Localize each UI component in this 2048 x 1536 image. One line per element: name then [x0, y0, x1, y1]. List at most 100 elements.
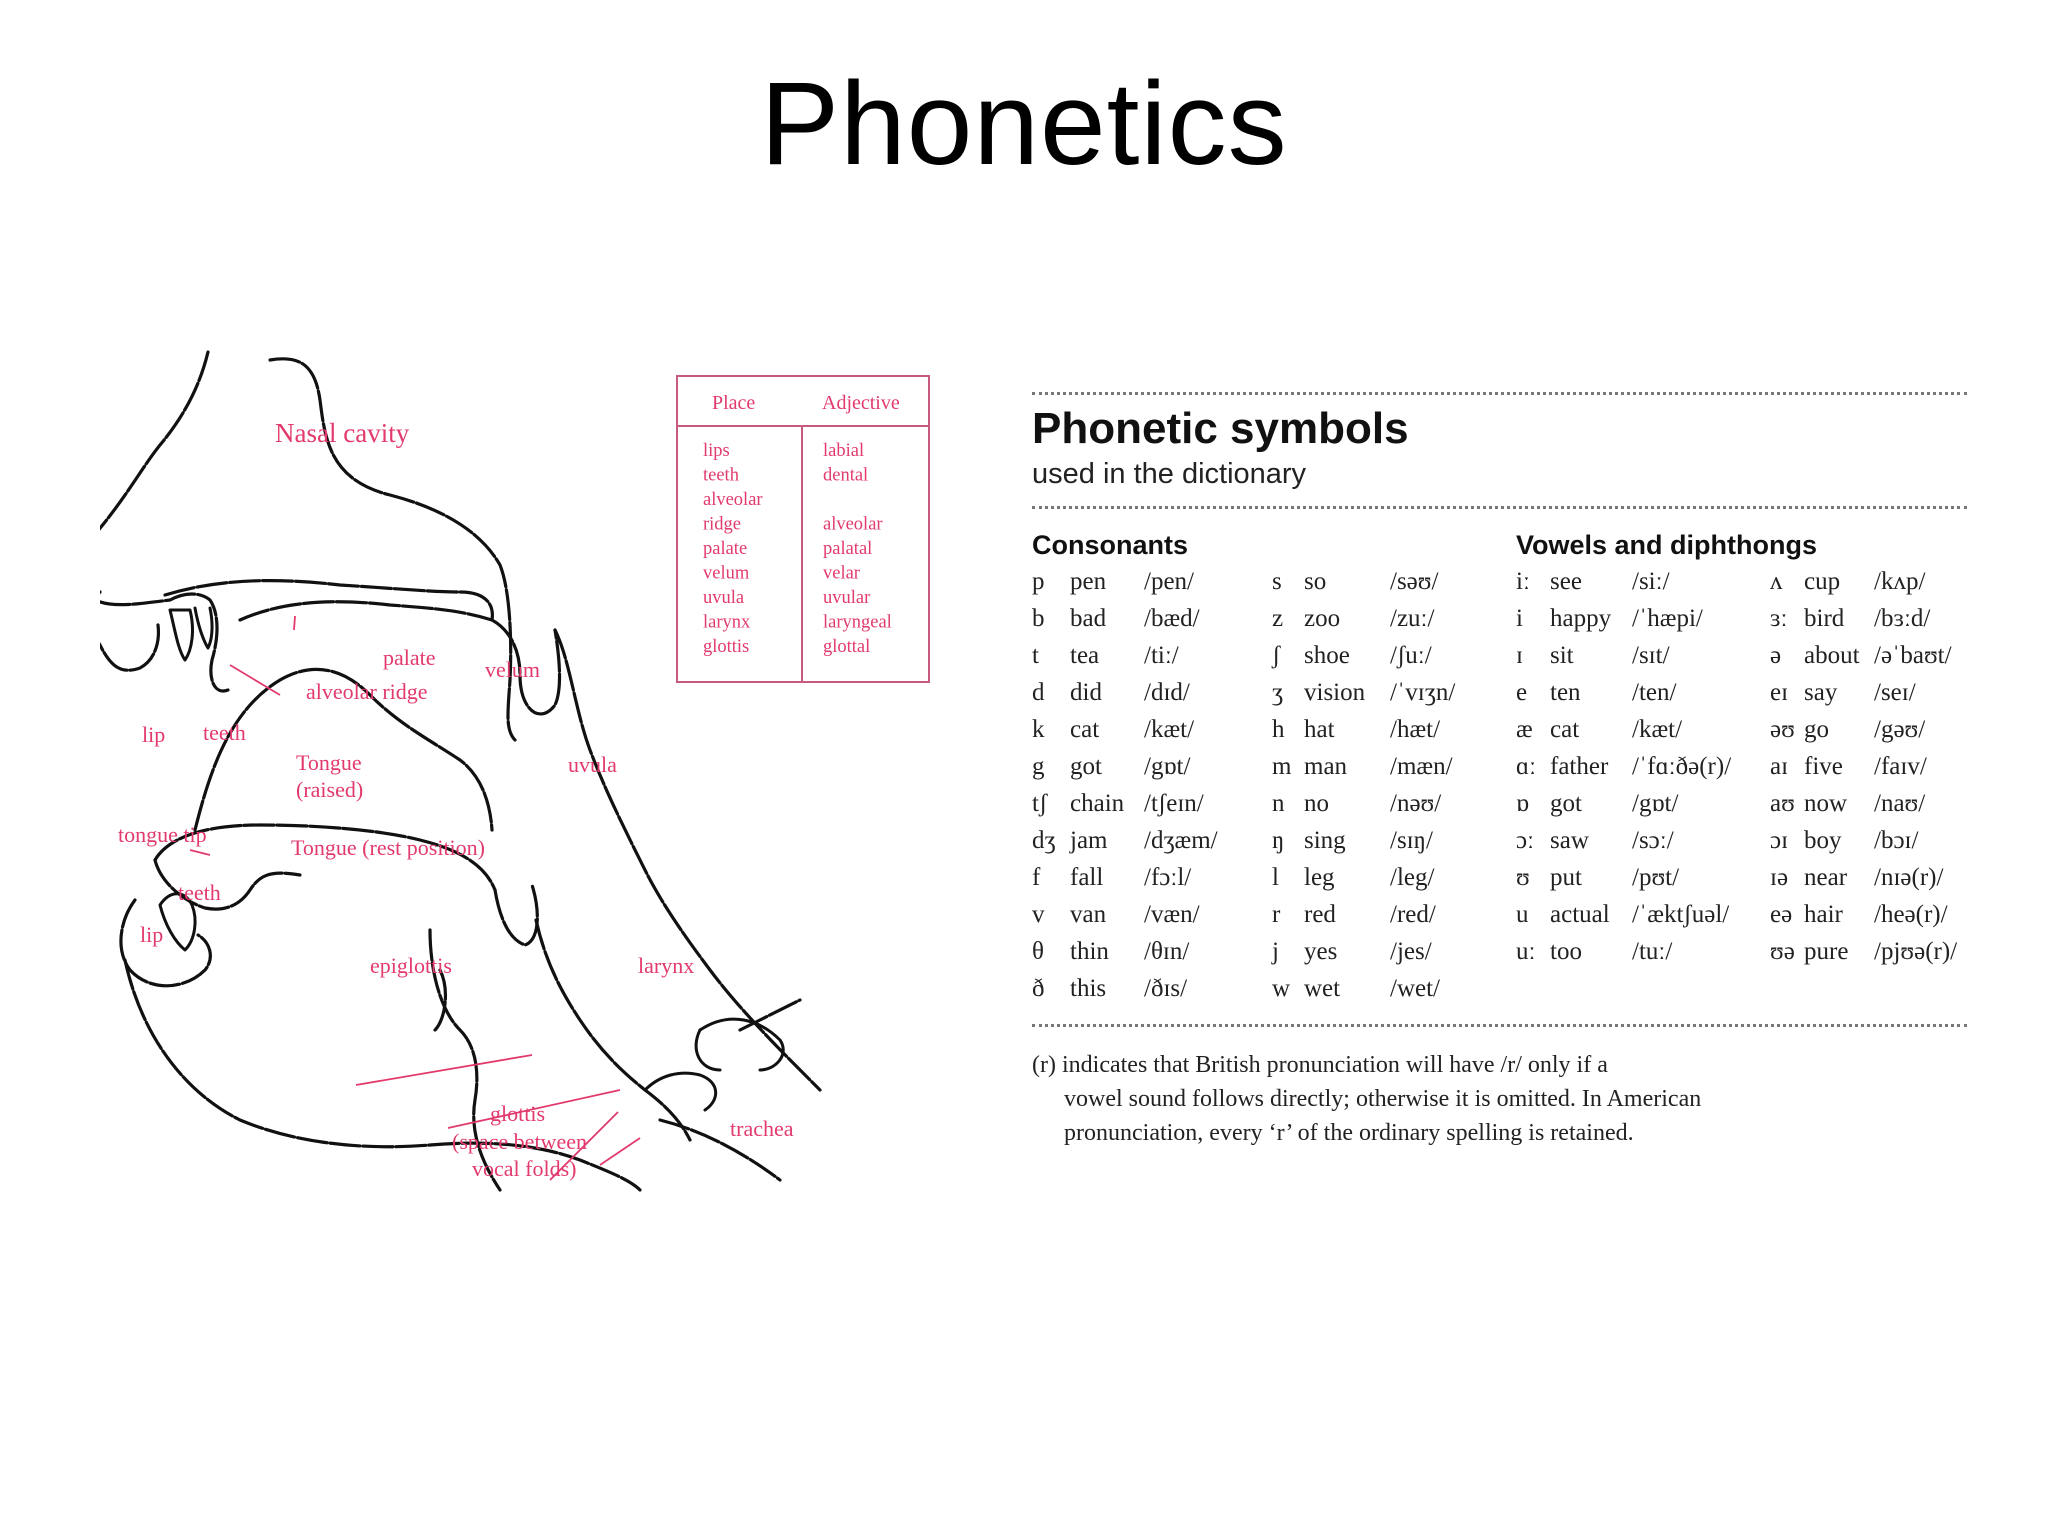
phonetic-transcription: /dɪd/ [1144, 679, 1190, 706]
phonetic-transcription: /əˈbaʊt/ [1874, 642, 1952, 669]
phonetic-example-word: pen [1070, 568, 1107, 595]
phonetic-transcription: /faɪv/ [1874, 753, 1927, 780]
phonetic-transcription: /dʒæm/ [1144, 827, 1218, 854]
phonetic-transcription: /seɪ/ [1874, 679, 1916, 706]
phonetic-example-word: hat [1304, 716, 1335, 743]
phonetic-example-word: jam [1070, 827, 1108, 854]
phonetic-example-word: saw [1550, 827, 1589, 854]
phonetic-symbol: f [1032, 864, 1041, 891]
table-adjective-cell: palatal [823, 539, 872, 559]
label-tongue-rest: Tongue (rest position) [291, 835, 485, 860]
velum-outline [490, 618, 562, 716]
phonetic-example-word: red [1304, 901, 1336, 928]
phonetic-example-word: so [1304, 568, 1327, 595]
phonetic-example-word: put [1550, 864, 1582, 891]
phonetic-example-word: actual [1550, 901, 1610, 928]
phonetic-example-word: father [1550, 753, 1609, 780]
phonetic-symbol: ɔː [1516, 827, 1535, 854]
phonetic-symbol: i [1516, 605, 1523, 632]
phonetic-example-word: shoe [1304, 642, 1350, 669]
label-nasal-cavity: Nasal cavity [275, 418, 410, 448]
phonetic-transcription: /səʊ/ [1390, 568, 1439, 595]
label-palate: palate [383, 645, 436, 670]
table-adjective-cell: dental [823, 466, 868, 486]
phonetic-transcription: /siː/ [1632, 568, 1670, 595]
dotted-rule-top [1032, 392, 1967, 395]
table-adjective-cell: velar [823, 564, 860, 584]
phonetic-symbol: ɪə [1770, 864, 1789, 891]
phonetic-transcription: /pjʊə(r)/ [1874, 938, 1958, 965]
phonetic-transcription: /bɔɪ/ [1874, 827, 1919, 854]
phonetic-example-word: sing [1304, 827, 1346, 854]
phonetic-transcription: /gəʊ/ [1874, 716, 1926, 743]
tongue-rest [153, 823, 497, 892]
epiglottis [493, 883, 539, 947]
phonetic-example-word: about [1804, 642, 1860, 669]
phonetic-symbol: θ [1032, 938, 1044, 965]
phonetic-transcription: /pen/ [1144, 568, 1194, 595]
phonetic-symbol: v [1032, 901, 1045, 928]
tongue-raised [193, 667, 494, 832]
phonetic-example-word: see [1550, 568, 1582, 595]
phonetic-example-word: boy [1804, 827, 1842, 854]
phonetic-transcription: /sɔː/ [1632, 827, 1674, 854]
phonetic-symbol: h [1272, 716, 1285, 743]
phonetic-symbol: dʒ [1032, 827, 1056, 854]
phonetic-symbol: ɑː [1516, 753, 1537, 780]
label-lip-bottom: lip [140, 922, 163, 947]
label-tongue-tip: tongue tip [118, 822, 207, 847]
table-adjective-cell: labial [823, 441, 864, 461]
phonetic-symbol: z [1272, 605, 1284, 632]
phonetic-transcription: /væn/ [1144, 901, 1200, 928]
phonetic-transcription: /nəʊ/ [1390, 790, 1442, 817]
phonetic-transcription: /bɜːd/ [1874, 605, 1931, 632]
pronunciation-note: (r) indicates that British pronunciation… [1032, 1048, 1967, 1150]
phonetic-transcription: /hæt/ [1390, 716, 1441, 743]
phonetic-example-word: cat [1070, 716, 1100, 743]
phonetic-symbol: eɪ [1770, 679, 1789, 706]
table-place-cell: alveolar [703, 490, 763, 510]
phonetic-symbol: ʃ [1272, 642, 1281, 669]
phonetic-transcription: /tuː/ [1632, 938, 1673, 965]
vowels-heading: Vowels and diphthongs [1516, 530, 1817, 560]
phonetic-transcription: /ˈhæpi/ [1632, 605, 1703, 632]
note-line: vowel sound follows directly; otherwise … [1064, 1086, 1702, 1112]
table-header-place: Place [712, 392, 755, 414]
phonetic-transcription: /fɔːl/ [1144, 864, 1192, 891]
phonetic-symbol: ʌ [1770, 568, 1783, 595]
phonetic-example-word: cat [1550, 716, 1580, 743]
phonetic-symbol: uː [1516, 938, 1536, 965]
vocal-tract-diagram: Nasal cavity palate alveolar ridge velum… [100, 350, 930, 1192]
label-glottis-3: vocal folds) [472, 1156, 576, 1181]
phonetic-transcription: /ˈæktʃuəl/ [1632, 901, 1730, 928]
phonetic-symbol: iː [1516, 568, 1530, 595]
phonetic-symbol: r [1272, 901, 1281, 928]
table-adjective-cell: alveolar [823, 515, 883, 535]
phonetic-transcription: /ðɪs/ [1144, 975, 1188, 1002]
table-adjective-cell: laryngeal [823, 613, 892, 633]
phonetic-transcription: /nɪə(r)/ [1874, 864, 1944, 891]
phonetic-symbol: p [1032, 568, 1045, 595]
upper-teeth [168, 608, 194, 662]
table-place-cell: glottis [703, 637, 749, 657]
note-line: (r) indicates that British pronunciation… [1032, 1052, 1608, 1078]
phonetic-symbol: əʊ [1770, 716, 1795, 743]
phonetic-transcription: /tiː/ [1144, 642, 1179, 669]
phonetic-symbol: m [1272, 753, 1292, 780]
phonetic-symbol: g [1032, 753, 1045, 780]
dotted-rule-mid [1032, 506, 1967, 509]
phonetic-transcription: /ˈfɑːðə(r)/ [1632, 753, 1732, 780]
phonetic-example-word: bad [1070, 605, 1107, 632]
phonetic-transcription: /red/ [1390, 901, 1436, 928]
phonetic-transcription: /gɒt/ [1144, 753, 1191, 780]
table-place-cell: ridge [703, 515, 741, 535]
throat-front [428, 928, 502, 1192]
phonetic-symbol: e [1516, 679, 1528, 706]
phonetic-transcription: /ten/ [1632, 679, 1677, 706]
phonetic-transcription: /jes/ [1390, 938, 1432, 965]
phonetic-example-word: did [1070, 679, 1102, 706]
label-teeth-bottom: teeth [178, 880, 221, 905]
phonetic-example-word: pure [1804, 938, 1849, 965]
phonetic-transcription: /heə(r)/ [1874, 901, 1948, 928]
phonetic-example-word: cup [1804, 568, 1841, 595]
